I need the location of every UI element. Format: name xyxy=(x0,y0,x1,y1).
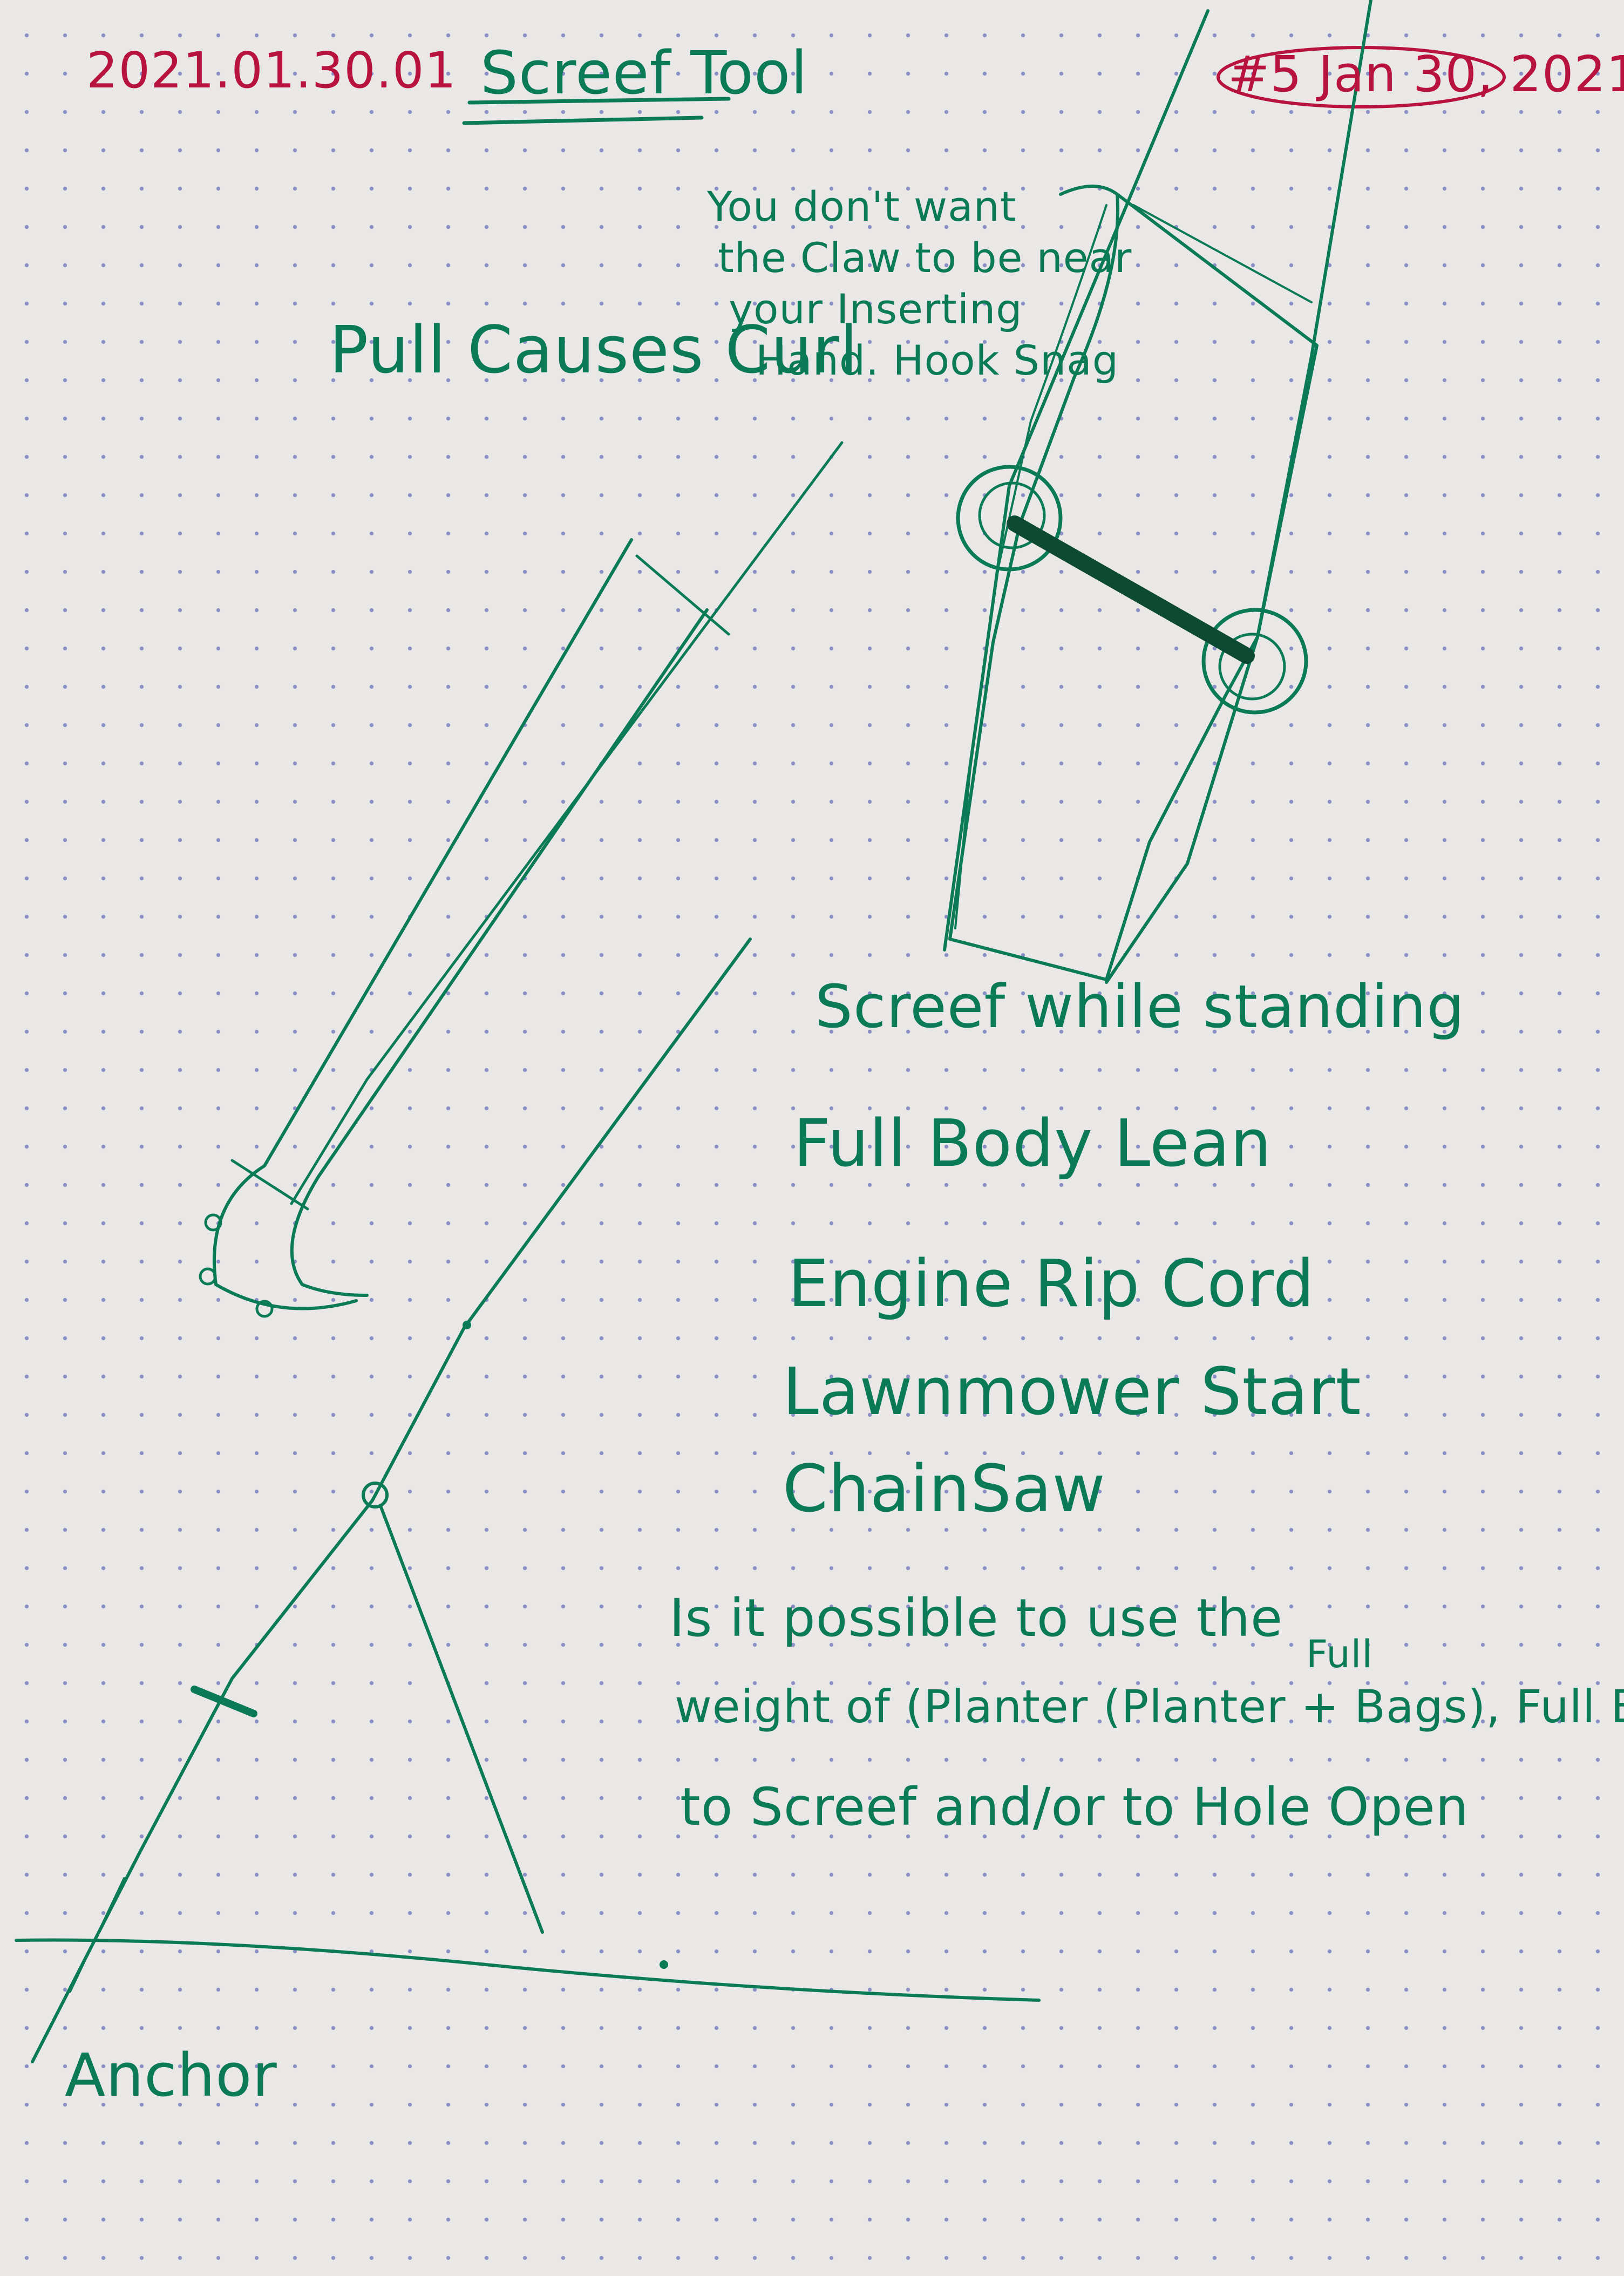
note-claw-line-1: You don't want xyxy=(707,186,1017,227)
lean-pole xyxy=(32,939,750,2062)
entry-date: #5 Jan 30, 2021 xyxy=(1228,50,1624,99)
lean-pole-double xyxy=(70,1878,124,1992)
note-claw-line-4: Hand. Hook Snag xyxy=(756,340,1119,381)
question-line-2: weight of (Planter (Planter + Bags), Ful… xyxy=(675,1684,1624,1729)
question-line-1: Is it possible to use the xyxy=(669,1592,1283,1644)
note-screef-while-standing: Screef while standing xyxy=(815,977,1465,1036)
note-claw-line-2: the Claw to be near xyxy=(718,237,1132,278)
curved-bar-cap xyxy=(232,556,729,1209)
linkage-bar xyxy=(1015,524,1247,656)
label-anchor: Anchor xyxy=(65,2046,277,2105)
question-full-insert: Full xyxy=(1306,1635,1373,1673)
ground-dot xyxy=(660,1960,668,1969)
claw-tooth xyxy=(200,1269,215,1284)
curved-bar-center xyxy=(291,443,842,1204)
tool-handle-line-right xyxy=(1106,0,1371,982)
pole-mark xyxy=(463,1321,471,1329)
note-engine-rip-cord: Engine Rip Cord xyxy=(788,1252,1315,1317)
curved-bar-left-edge xyxy=(214,540,631,1309)
note-full-body-lean: Full Body Lean xyxy=(793,1112,1272,1177)
note-claw-line-3: your Inserting xyxy=(729,289,1023,330)
ground-line xyxy=(16,1940,1039,2000)
page-title: Screef Tool xyxy=(480,43,808,103)
question-line-3: to Screef and/or to Hole Open xyxy=(680,1781,1469,1833)
note-lawnmower-start: Lawnmower Start xyxy=(783,1360,1362,1425)
entry-id: 2021.01.30.01 xyxy=(86,46,457,96)
curved-bar-right-edge xyxy=(292,610,707,1295)
note-chainsaw: ChainSaw xyxy=(783,1457,1106,1522)
brace-line xyxy=(380,1506,542,1932)
